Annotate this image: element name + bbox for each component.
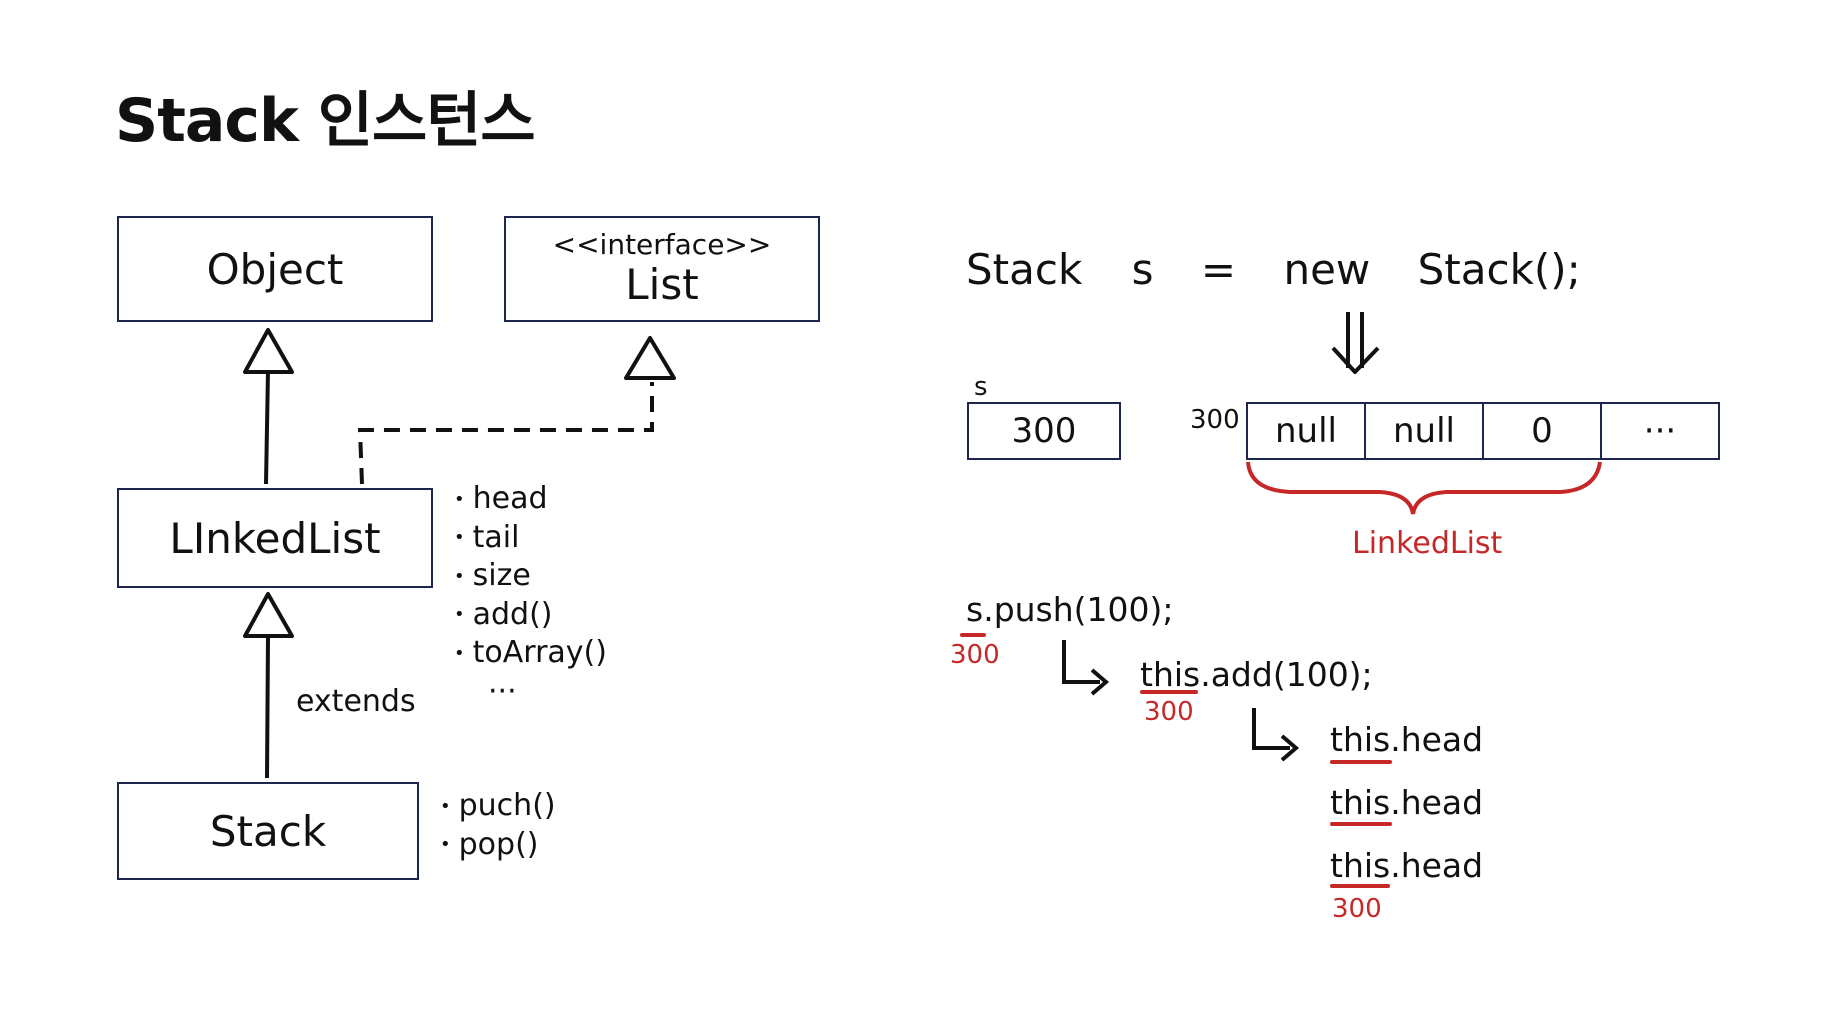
- heap-address: 300: [1190, 405, 1240, 435]
- add-call: this.add(100);: [1140, 655, 1373, 694]
- stack-members: •puch() •pop(): [440, 787, 556, 864]
- add-method: .add(100);: [1200, 655, 1373, 694]
- member-item: •tail: [454, 519, 520, 555]
- head-underline: [1330, 760, 1392, 764]
- list-stereotype: <<interface>>: [552, 227, 772, 261]
- inherit-line-linkedlist-object: [264, 369, 270, 485]
- head-line: this.head: [1330, 783, 1484, 822]
- linkedlist-brace: [1246, 461, 1602, 515]
- declaration-line: Stack s = new Stack();: [966, 245, 1581, 294]
- hook-arrow-1: [1062, 640, 1100, 684]
- var-value: 300: [1011, 411, 1077, 451]
- member-item: •add(): [454, 596, 553, 632]
- var-label: s: [974, 372, 988, 402]
- var-cell: 300: [967, 402, 1121, 460]
- add-underline: [1140, 690, 1198, 694]
- heap-cell: null: [1246, 402, 1366, 460]
- inherit-arrowhead-object: [243, 328, 294, 374]
- member-item: •head: [454, 481, 548, 516]
- member-more: ···: [488, 673, 517, 709]
- head-line: this.head: [1330, 846, 1484, 885]
- decl-type: Stack: [966, 245, 1083, 294]
- hook-arrow-2-head: [1280, 734, 1300, 762]
- implements-line: [357, 382, 654, 485]
- hook-arrow-2: [1252, 708, 1290, 750]
- heap-cell: 0: [1482, 402, 1602, 460]
- list-interface-box: <<interface>> List: [504, 216, 820, 322]
- heap-cell: null: [1364, 402, 1484, 460]
- stack-class-box: Stack: [117, 782, 419, 880]
- stack-class-name: Stack: [209, 806, 327, 856]
- head-address: 300: [1332, 894, 1382, 924]
- member-item: •puch(): [440, 788, 556, 823]
- heap-cell: ···: [1600, 402, 1720, 460]
- head-underline: [1330, 822, 1392, 826]
- decl-ctor: Stack();: [1417, 245, 1581, 294]
- add-address: 300: [1144, 697, 1194, 727]
- push-object: s: [966, 590, 984, 629]
- list-interface-name: List: [625, 259, 699, 309]
- member-item: •pop(): [440, 826, 539, 862]
- member-item: •toArray(): [454, 635, 607, 670]
- page-title: Stack 인스턴스: [115, 86, 536, 156]
- decl-var: s: [1131, 245, 1154, 294]
- decl-eq: =: [1200, 245, 1237, 294]
- head-line: this.head: [1330, 720, 1484, 759]
- extends-label: extends: [296, 684, 416, 719]
- add-object: this: [1140, 655, 1201, 694]
- linkedlist-class-box: LInkedList: [117, 488, 433, 588]
- inherit-line-stack-linkedlist: [265, 635, 270, 779]
- member-item: •size: [454, 558, 531, 593]
- linkedlist-members: •head •tail •size •add() •toArray() ···: [454, 480, 607, 711]
- push-method: .push(100);: [983, 590, 1174, 629]
- decl-new: new: [1283, 245, 1371, 294]
- object-class-name: Object: [206, 244, 344, 294]
- push-call: s.push(100);: [966, 590, 1174, 629]
- hook-arrow-1-head: [1090, 668, 1110, 696]
- object-class-box: Object: [117, 216, 433, 322]
- implements-arrowhead: [624, 336, 676, 380]
- inherit-arrowhead-linkedlist: [243, 592, 294, 638]
- linkedlist-class-name: LInkedList: [169, 513, 381, 563]
- brace-label: LinkedList: [1352, 526, 1503, 561]
- push-address: 300: [950, 640, 1000, 670]
- push-underline: [960, 633, 986, 637]
- head-underline: [1330, 884, 1390, 888]
- double-arrow-head: [1331, 346, 1380, 374]
